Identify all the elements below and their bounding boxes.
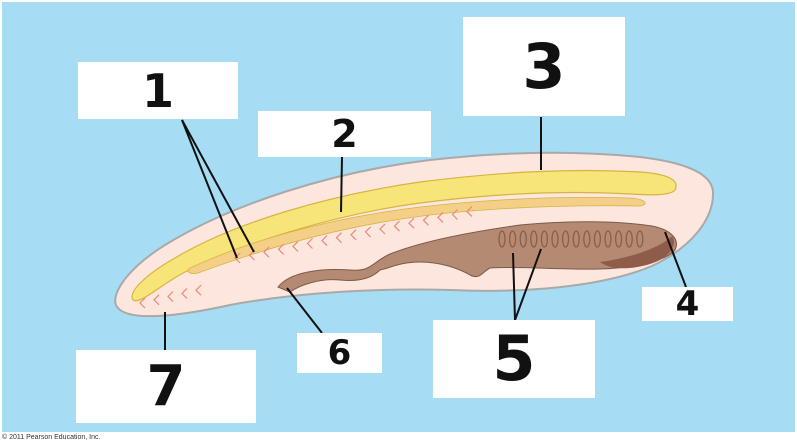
pharyngeal-slit [614, 230, 623, 248]
copyright-notice: © 2011 Pearson Education, Inc. [2, 434, 101, 441]
leader-line [664, 231, 687, 288]
muscle-chevron [195, 284, 202, 296]
label-box-7[interactable]: 7 [76, 350, 256, 423]
leader-line [514, 248, 542, 321]
label-5-text: 5 [492, 322, 536, 395]
leader-line [181, 119, 238, 259]
muscle-chevron [153, 294, 160, 306]
label-box-5[interactable]: 5 [433, 320, 595, 398]
label-box-4[interactable]: 4 [642, 287, 733, 321]
label-1-text: 1 [141, 63, 174, 118]
leader-line [340, 156, 343, 213]
label-box-1[interactable]: 1 [78, 62, 238, 119]
leader-line [181, 119, 255, 253]
label-box-2[interactable]: 2 [258, 111, 431, 157]
pharyngeal-slit [519, 230, 527, 248]
muscle-chevron [364, 226, 371, 238]
pharyngeal-slit [604, 230, 612, 248]
label-6-text: 6 [327, 333, 352, 373]
dorsal-nerve-cord [187, 197, 646, 274]
muscle-chevron [393, 220, 400, 232]
anus-region [600, 236, 674, 269]
pharyngeal-slit [530, 230, 538, 248]
muscle-chevron [408, 217, 415, 229]
muscle-chevron [167, 291, 174, 303]
muscle-chevron [437, 211, 444, 223]
pharyngeal-slit [625, 230, 633, 248]
muscle-chevron [292, 240, 299, 252]
muscle-chevron [234, 252, 241, 264]
muscle-chevron [422, 214, 429, 226]
muscle-chevron [277, 243, 284, 255]
pharyngeal-slits [498, 230, 644, 248]
muscle-chevron [350, 229, 357, 241]
muscle-chevron [139, 297, 146, 309]
pharyngeal-slit [540, 230, 549, 248]
pharyngeal-slit [572, 230, 580, 248]
muscle-chevron [321, 235, 328, 247]
muscle-segments [139, 206, 473, 309]
muscle-chevron [306, 238, 313, 249]
leader-lines [164, 117, 687, 350]
pharyngeal-slit [561, 230, 570, 248]
muscle-chevron [181, 287, 188, 299]
pharyngeal-slit [498, 230, 506, 248]
muscle-chevron [379, 223, 386, 235]
leader-line [286, 287, 323, 334]
leader-line [512, 252, 516, 321]
pharyngeal-slit [583, 230, 591, 248]
label-3-text: 3 [522, 29, 566, 103]
label-box-6[interactable]: 6 [297, 333, 382, 373]
muscle-chevron [335, 232, 342, 244]
pharyngeal-slit [551, 230, 559, 248]
label-2-text: 2 [331, 112, 358, 156]
pharyngeal-slit [593, 230, 602, 248]
pharyngeal-slit [636, 230, 644, 248]
muscle-chevron [263, 246, 270, 258]
body-outline [114, 151, 715, 318]
label-4-text: 4 [675, 284, 700, 324]
label-box-3[interactable]: 3 [463, 17, 625, 116]
muscle-chevron [451, 209, 458, 220]
muscle-chevron [466, 206, 473, 218]
label-7-text: 7 [146, 353, 186, 419]
pharyngeal-slit [508, 230, 517, 248]
